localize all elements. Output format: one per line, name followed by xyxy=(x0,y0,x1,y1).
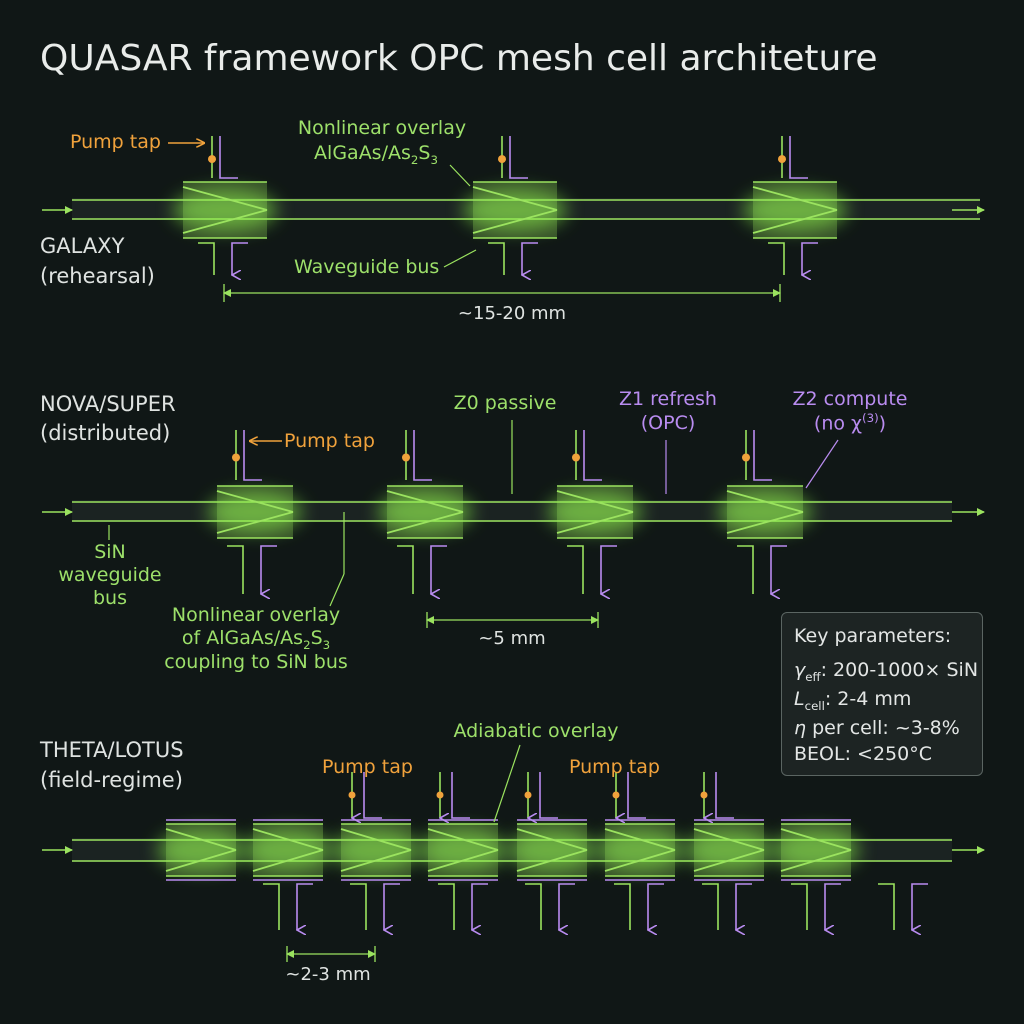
theta-pump-tap-label-1: Pump tap xyxy=(322,756,413,778)
theta-pump-tap-2 xyxy=(436,772,470,818)
page-title: QUASAR framework OPC mesh cell architetu… xyxy=(40,38,878,79)
theta-cell-4 xyxy=(419,819,507,881)
nova-cell-1 xyxy=(207,485,303,539)
theta-drop-tap-3 xyxy=(438,883,488,930)
galaxy-pump-tap-3 xyxy=(778,136,808,179)
nova-drop-tap-4 xyxy=(737,545,787,594)
theta-cell-8 xyxy=(772,819,860,881)
theta-cell-1 xyxy=(157,819,245,881)
theta-cell-3 xyxy=(332,819,420,881)
galaxy-drop-tap-2 xyxy=(488,242,538,275)
theta-name: THETA/LOTUS xyxy=(40,738,184,762)
nova-z1-label-2: (OPC) xyxy=(640,412,696,434)
nova-bus-label-3: bus xyxy=(92,587,128,609)
key-parameters-box: Key parameters: γeff: 200-1000× SiN Lcel… xyxy=(781,612,983,776)
nova-cell-3 xyxy=(547,485,643,539)
galaxy-pump-tap-label: Pump tap xyxy=(70,131,161,153)
galaxy-overlay-label-2: AlGaAs/As2S3 xyxy=(314,142,438,167)
galaxy-name: GALAXY xyxy=(40,234,125,258)
theta-pump-tap-3 xyxy=(524,772,558,818)
param-eta: η per cell: ~3-8% xyxy=(794,716,960,739)
nova-pump-tap-1 xyxy=(232,430,262,481)
theta-drop-tap-2 xyxy=(350,883,400,930)
theta-drop-tap-6 xyxy=(702,883,752,930)
galaxy-pump-tap-1 xyxy=(208,136,238,179)
nova-drop-tap-3 xyxy=(567,545,617,594)
param-gamma: γeff: 200-1000× SiN xyxy=(794,659,979,684)
galaxy-cell-1 xyxy=(172,181,278,239)
nova-subtitle: (distributed) xyxy=(40,421,171,445)
theta-pump-tap-1 xyxy=(348,772,382,818)
theta-drop-tap-1 xyxy=(263,883,313,930)
nova-overlay-label-2: of AlGaAs/As2S3 xyxy=(181,627,331,652)
theta-drop-tap-7 xyxy=(791,883,841,930)
theta-pump-tap-5 xyxy=(700,772,734,818)
nova-row xyxy=(42,420,985,628)
nova-pump-tap-label: Pump tap xyxy=(284,430,375,452)
theta-pump-tap-4 xyxy=(612,772,646,818)
nova-cell-4 xyxy=(717,485,813,539)
galaxy-cell-3 xyxy=(742,181,848,239)
galaxy-spacing-label: ~15-20 mm xyxy=(457,303,567,324)
theta-drop-tap-4 xyxy=(525,883,575,930)
nova-cell-2 xyxy=(377,485,473,539)
galaxy-drop-tap-1 xyxy=(198,242,248,275)
nova-z1-label-1: Z1 refresh xyxy=(619,388,717,410)
nova-z2-label-1: Z2 compute xyxy=(792,388,908,410)
theta-pump-tap-label-2: Pump tap xyxy=(569,756,660,778)
nova-spacing-label: ~5 mm xyxy=(478,628,546,649)
theta-cell-5 xyxy=(508,819,596,881)
galaxy-cell-2 xyxy=(462,181,568,239)
nova-overlay-label-3: coupling to SiN bus xyxy=(164,651,348,673)
theta-cell-7 xyxy=(685,819,773,881)
nova-name: NOVA/SUPER xyxy=(40,392,176,416)
galaxy-drop-tap-3 xyxy=(768,242,818,275)
nova-z0-label: Z0 passive xyxy=(453,392,557,414)
param-length: Lcell: 2-4 mm xyxy=(794,687,912,713)
galaxy-subtitle: (rehearsal) xyxy=(40,264,155,288)
nova-bus-label-2: waveguide xyxy=(58,564,162,586)
nova-pump-tap-4 xyxy=(742,430,772,481)
galaxy-pump-tap-2 xyxy=(498,136,528,179)
nova-z2-label-2: (no χ(3)) xyxy=(813,411,887,435)
nova-drop-tap-2 xyxy=(397,545,447,594)
theta-subtitle: (field-regime) xyxy=(40,768,183,792)
theta-row xyxy=(42,744,985,962)
nova-drop-tap-1 xyxy=(227,545,277,594)
theta-cell-2 xyxy=(244,819,332,881)
nova-overlay-label-1: Nonlinear overlay xyxy=(171,604,341,626)
theta-drop-tap-8 xyxy=(878,883,928,930)
param-beol: BEOL: <250°C xyxy=(794,742,932,765)
galaxy-bus-label: Waveguide bus xyxy=(294,256,440,278)
nova-pump-tap-3 xyxy=(572,430,602,481)
galaxy-overlay-label-1: Nonlinear overlay xyxy=(297,117,467,139)
nova-bus-label-1: SiN xyxy=(94,541,126,563)
galaxy-row xyxy=(42,136,985,302)
nova-pump-tap-2 xyxy=(402,430,432,481)
theta-spacing-label: ~2-3 mm xyxy=(285,964,371,985)
key-parameters-title: Key parameters: xyxy=(794,625,952,647)
theta-drop-tap-5 xyxy=(614,883,664,930)
theta-cell-6 xyxy=(596,819,684,881)
theta-adiabatic-label: Adiabatic overlay xyxy=(453,720,619,742)
